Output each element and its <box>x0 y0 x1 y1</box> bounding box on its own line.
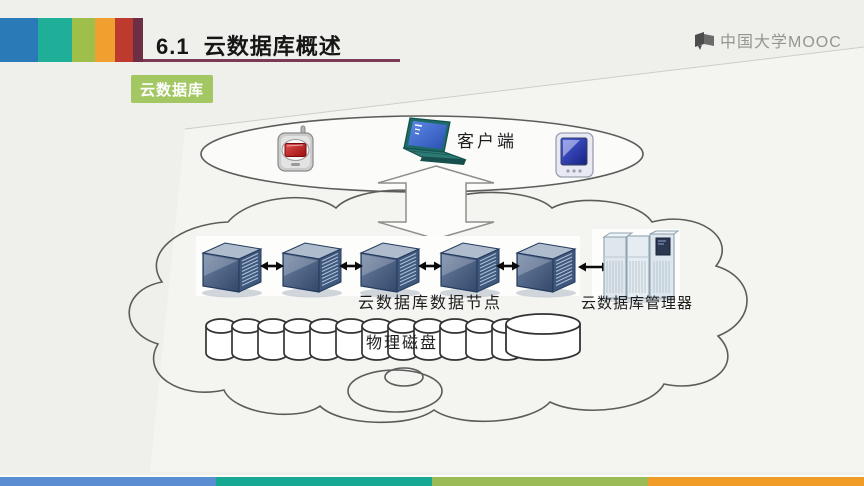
bar-segment <box>0 477 216 486</box>
cloud-shape <box>128 189 748 424</box>
bottom-color-bar <box>0 477 864 486</box>
server-rack-icon <box>600 230 680 303</box>
color-square <box>38 18 72 62</box>
color-square <box>115 18 133 62</box>
laptop-icon <box>402 117 467 165</box>
title-underline <box>143 59 400 62</box>
manager-label: 云数据库管理器 <box>581 294 693 312</box>
color-square <box>0 18 38 62</box>
color-square <box>133 18 143 62</box>
color-square <box>95 18 115 62</box>
data-nodes-label: 云数据库数据节点 <box>358 293 502 312</box>
bottom-bar-highlight <box>0 475 864 477</box>
color-square <box>72 18 95 62</box>
corner-color-squares <box>0 18 143 62</box>
disk-array <box>205 318 523 361</box>
book-logo-icon <box>695 31 714 50</box>
section-badge: 云数据库 <box>131 75 213 103</box>
disk-cylinder-icon <box>505 313 581 361</box>
mobile-phone-icon <box>277 125 314 172</box>
page-title: 6.1 云数据库概述 <box>156 34 342 59</box>
bar-segment <box>648 477 864 486</box>
bar-segment <box>432 477 648 486</box>
brand-logo: 中国大学MOOC <box>694 28 842 52</box>
brand-logo-text: 中国大学MOOC <box>720 34 842 51</box>
bar-segment <box>216 477 432 486</box>
disks-label: 物理磁盘 <box>366 333 438 352</box>
client-zone-label: 客户端 <box>457 132 517 152</box>
pda-icon <box>555 132 594 178</box>
